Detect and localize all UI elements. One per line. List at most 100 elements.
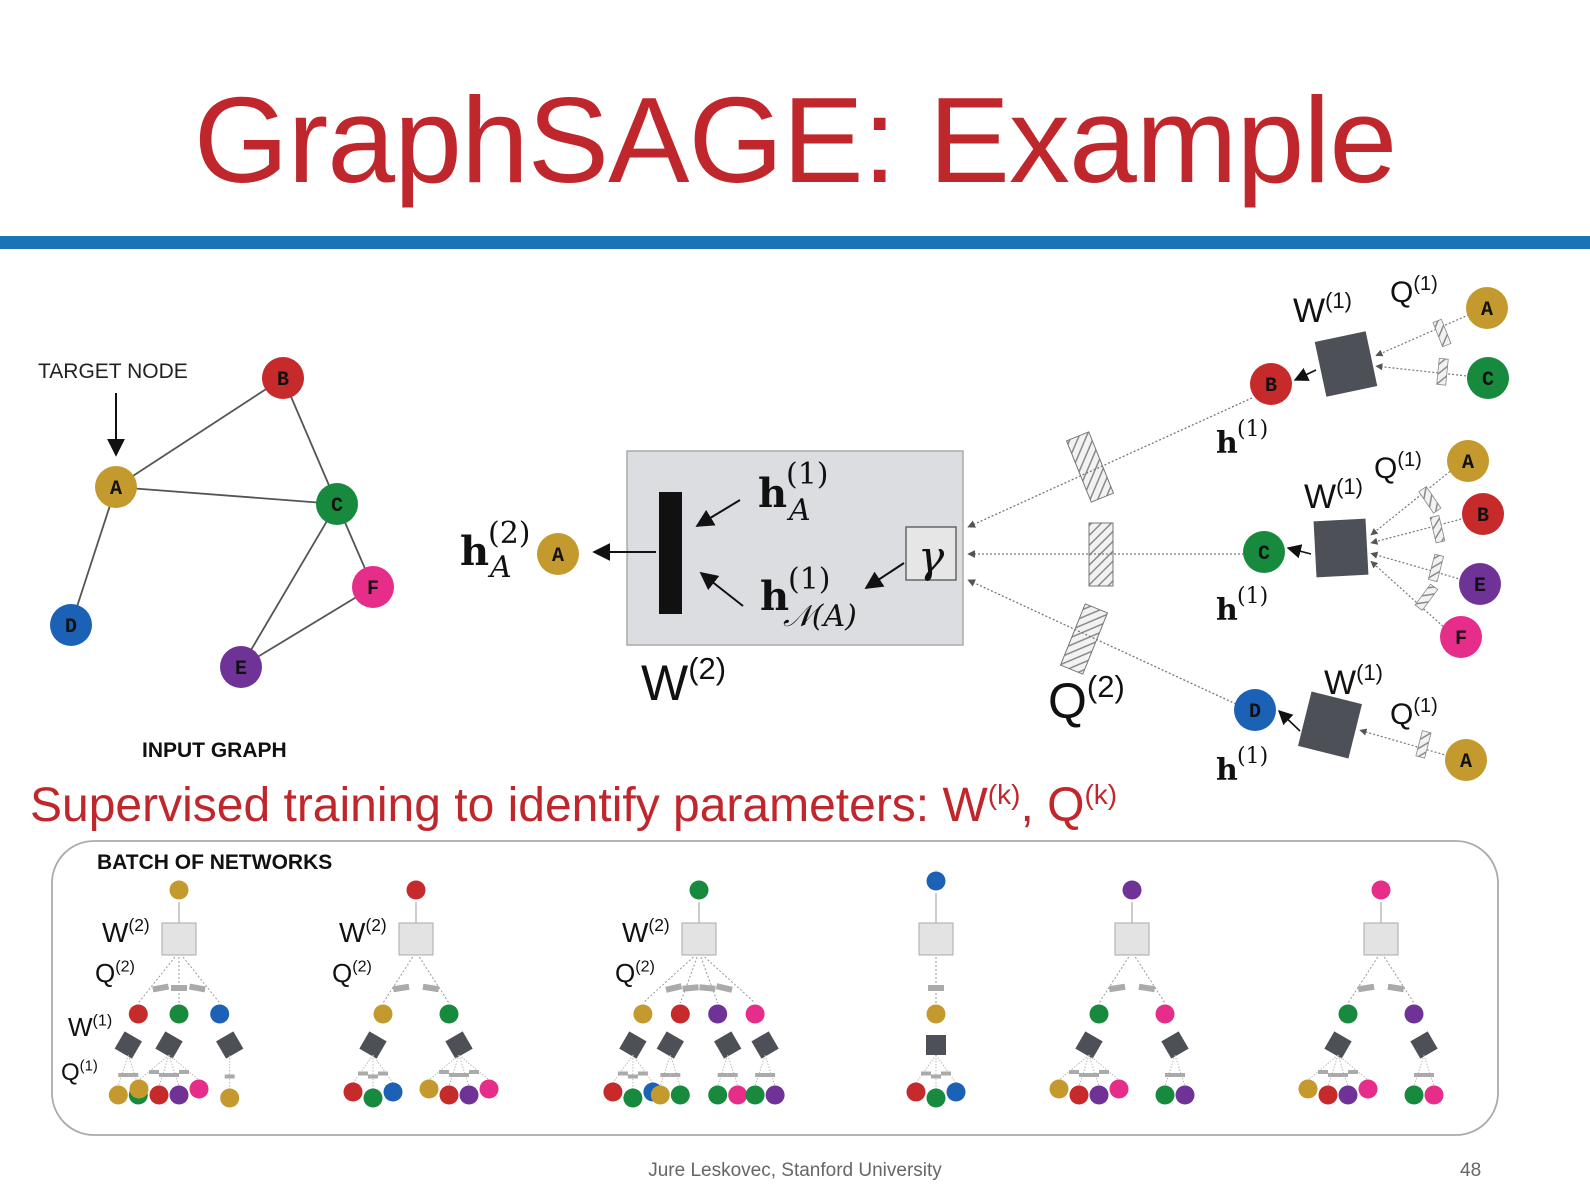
batch-leaf-link <box>168 1054 200 1081</box>
node-circle <box>1440 616 1482 658</box>
batch-w1-box <box>1324 1031 1352 1059</box>
batch-leaf-link <box>158 1054 170 1087</box>
neighbor-node-c: C <box>1467 357 1509 399</box>
batch-q1 <box>469 1070 479 1074</box>
h-na1-exp: (1) <box>788 562 831 597</box>
node-circle <box>1447 440 1489 482</box>
batch-q2 <box>422 983 440 993</box>
h1-c-exp: (1) <box>1237 584 1268 609</box>
batch-q1 <box>1099 1070 1109 1074</box>
batch-hop1-c <box>439 1004 459 1024</box>
batch-leaf-a <box>419 1079 439 1099</box>
batch-w1-box <box>1161 1031 1189 1059</box>
batch-q1 <box>931 1074 941 1079</box>
batch-leaf-a <box>108 1085 128 1105</box>
batch-leaf-d <box>383 1082 403 1102</box>
batch-hop1-a <box>926 1004 946 1024</box>
batch-q1 <box>118 1073 129 1077</box>
batch-leaf-link <box>659 1054 671 1087</box>
batch-leaf-e <box>1089 1085 1109 1105</box>
batch-w1-box <box>714 1031 742 1059</box>
page-number: 48 <box>1460 1160 1482 1181</box>
batch-leaf-b <box>906 1082 926 1102</box>
edge-b-c <box>282 377 338 505</box>
node-label: D <box>65 616 77 639</box>
batch-q1 <box>358 1071 368 1076</box>
batch-w2-box <box>681 922 717 956</box>
edge-a-b <box>115 377 284 488</box>
batch-hop1-b <box>128 1004 148 1024</box>
node-e: E <box>220 646 262 688</box>
hop1-msg-line <box>1375 314 1470 357</box>
batch-link <box>1134 956 1166 1004</box>
neighbor-node-a: A <box>1445 739 1487 781</box>
batch-w1-box <box>1075 1031 1103 1059</box>
batch-leaf-link <box>1174 1054 1186 1087</box>
batch-link <box>700 956 719 1004</box>
node-circle <box>1243 531 1285 573</box>
batch-w2-box <box>918 922 954 956</box>
q1-label: Q(1) <box>1374 449 1422 485</box>
batch-link <box>182 956 221 1004</box>
w1-label: W(1) <box>1304 474 1363 516</box>
batch-leaf-b <box>1318 1085 1338 1105</box>
hop1-msg-line <box>1370 551 1463 581</box>
batch-q1 <box>128 1073 139 1077</box>
batch-leaf-b <box>149 1085 169 1105</box>
batch-leaf-a <box>1298 1079 1318 1099</box>
edge-a-c <box>115 486 338 505</box>
batch-q1 <box>439 1070 449 1074</box>
batch-q1 <box>765 1073 776 1077</box>
batch-q1 <box>169 1073 179 1077</box>
neighbor-node-a: A <box>1466 287 1508 329</box>
w1-out-arrow <box>1277 710 1301 732</box>
batch-q2 <box>715 983 733 993</box>
node-circle <box>1467 357 1509 399</box>
node-label: B <box>277 369 289 392</box>
batch-q1 <box>1165 1073 1175 1077</box>
batch-q1 <box>1338 1073 1348 1077</box>
w1-out-arrow <box>1293 367 1317 381</box>
batch-q1 <box>755 1073 766 1077</box>
batch-root-d <box>926 871 946 891</box>
edge-e-f <box>240 586 374 668</box>
msg-line-d <box>967 579 1237 705</box>
hop1-msg-line <box>1370 517 1466 545</box>
node-label: A <box>552 545 564 568</box>
batch-leaf-link <box>1337 1054 1349 1087</box>
batch-leaf-b <box>1069 1085 1089 1105</box>
batch-link <box>382 956 414 1004</box>
batch-leaf-e <box>169 1085 189 1105</box>
node-circle <box>352 566 394 608</box>
batch-leaf-a <box>129 1079 149 1099</box>
batch-q2 <box>928 985 944 991</box>
node-label: B <box>1477 505 1489 528</box>
batch-leaf-link <box>1058 1054 1090 1081</box>
batch-tree-b: W(2)Q(2) <box>332 880 499 1108</box>
q1-label: Q(1) <box>1390 695 1438 731</box>
batch-hop1-a <box>373 1004 393 1024</box>
batch-leaf-e <box>1175 1085 1195 1105</box>
batch-q2 <box>665 983 683 993</box>
h1-c-h: h <box>1216 593 1238 628</box>
target-node-label: TARGET NODE <box>38 360 188 383</box>
node-circle <box>1466 287 1508 329</box>
w1-out-arrow <box>1286 544 1312 559</box>
node-label: A <box>1462 452 1474 475</box>
node-circle <box>50 604 92 646</box>
node-label: C <box>1482 369 1494 392</box>
q1-hatch <box>1415 730 1432 759</box>
h1-d-exp: (1) <box>1237 744 1268 769</box>
output-node-a: A <box>537 533 579 575</box>
node-a: A <box>95 466 137 508</box>
batch-leaf-b <box>439 1085 459 1105</box>
batch-w1-box <box>445 1031 473 1059</box>
batch-tree-d <box>906 871 966 1108</box>
batch-q2 <box>1108 983 1126 993</box>
batch-leaf-link <box>138 1054 170 1081</box>
batch-w2-box <box>1114 922 1150 956</box>
node-circle <box>95 466 137 508</box>
batch-q1 <box>617 1071 628 1076</box>
